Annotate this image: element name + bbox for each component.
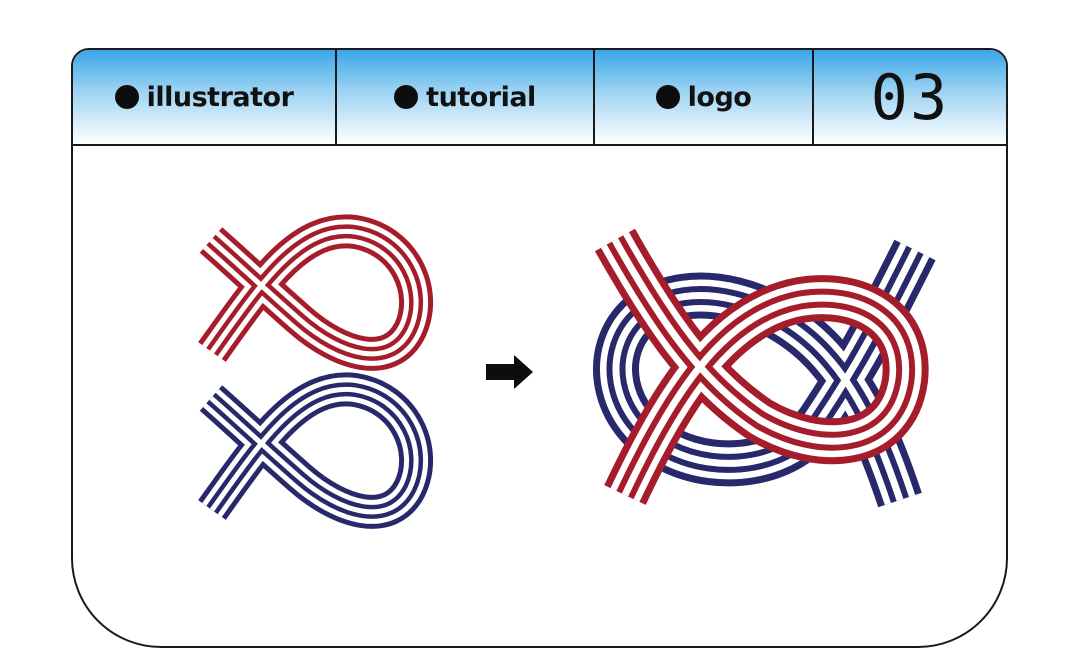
tag-cell-logo: logo (595, 50, 814, 144)
card-header: illustrator tutorial logo 03 (73, 50, 1006, 146)
navy-strands (593, 239, 936, 508)
red-strands (594, 228, 929, 505)
navy-loop-shape (198, 372, 434, 529)
right-arrow-icon (486, 355, 533, 389)
combined-logo-knot (593, 228, 936, 508)
red-loop-shape (198, 214, 434, 371)
bullet-icon (114, 85, 139, 109)
tag-label: logo (687, 81, 752, 113)
tag-label: illustrator (146, 81, 294, 113)
tag-cell-tutorial: tutorial (337, 50, 595, 144)
tag-label: tutorial (426, 81, 536, 113)
bullet-icon (394, 85, 419, 109)
tag-cell-illustrator: illustrator (73, 50, 337, 144)
bullet-icon (655, 85, 680, 109)
number-cell: 03 (814, 50, 1006, 144)
tutorial-number: 03 (870, 60, 950, 134)
artwork (198, 214, 936, 529)
